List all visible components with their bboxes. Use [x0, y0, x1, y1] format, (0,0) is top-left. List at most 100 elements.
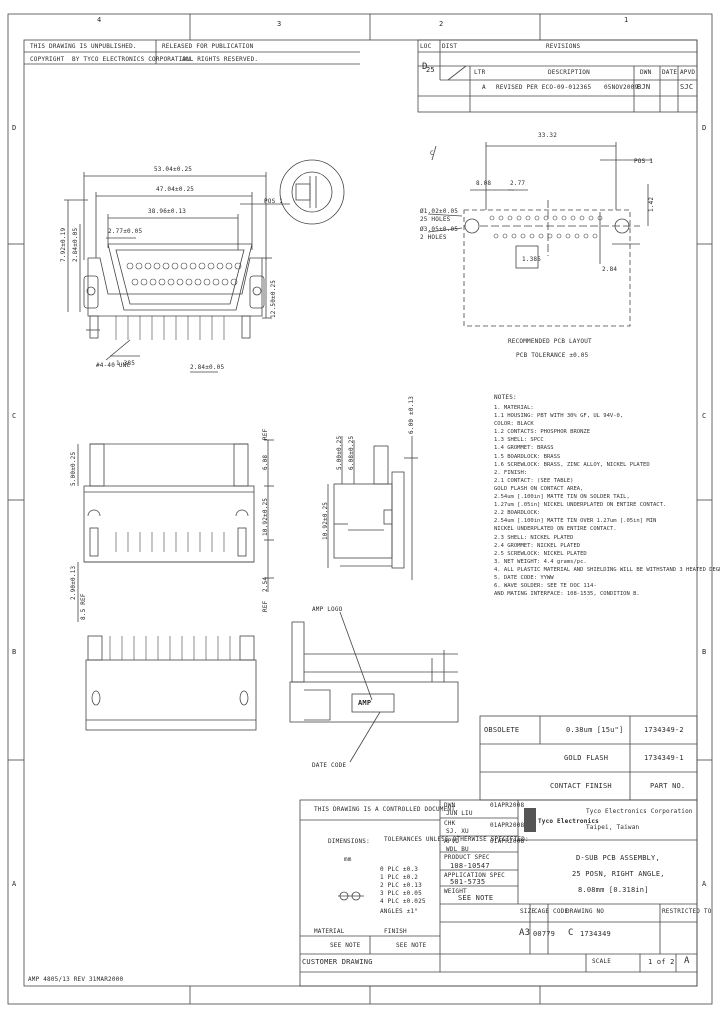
note-line: 2.54um [.100in] MATTE TIN ON SOLDER TAIL… [494, 494, 630, 501]
tb-restricted-label: RESTRICTED TO [662, 908, 712, 915]
rev-col-ltr: LTR [474, 69, 486, 76]
rev-row-apvd: SJC [680, 83, 694, 91]
note-line: 1.3 SHELL: SPCC [494, 437, 544, 444]
pcb-title: RECOMMENDED PCB LAYOUT [508, 338, 592, 345]
dim-ref1: REF [262, 428, 269, 440]
dim-height: 12.50±0.25 [270, 279, 277, 318]
note-line: 4. ALL PLASTIC MATERIAL AND SHIELDING WI… [494, 566, 720, 573]
note-line: 2.3 SHELL: NICKEL PLATED [494, 534, 574, 541]
tb-tol-1: 1 PLC ±0.2 [380, 874, 419, 881]
tb-controlled: THIS DRAWING IS A CONTROLLED DOCUMENT. [314, 806, 459, 813]
date-code-label: DATE CODE [312, 762, 347, 769]
note-line: 1.5 BOARDLOCK: BRASS [494, 453, 561, 460]
rev-row-ltr: A [482, 84, 486, 91]
dim-flange: 47.04±0.25 [156, 186, 195, 193]
header-rights: ALL RIGHTS RESERVED. [182, 56, 259, 63]
note-line: 1.6 SCREWLOCK: BRASS, ZINC ALLOY, NICKEL… [494, 461, 650, 468]
pcb-ref-c: C [430, 150, 434, 157]
variant-finish-1: 0.38um [15u"] [566, 726, 624, 734]
zone-side-c: C [12, 412, 17, 420]
zone-side-d-right: D [702, 124, 707, 132]
tb-chk-date: 01APR2008 [490, 822, 525, 829]
pcb-mount-count: 2 HOLES [420, 234, 447, 241]
zone-side-b: B [12, 648, 17, 656]
note-line: 2.1 CONTACT: (SEE TABLE) [494, 477, 574, 484]
rev-dist-value: 25 [426, 66, 435, 74]
tb-finish-value: SEE NOTE [396, 942, 427, 949]
header-released: RELEASED FOR PUBLICATION [162, 43, 254, 50]
variant-part-2: 1734349-1 [644, 754, 684, 762]
zone-side-a: A [12, 880, 17, 888]
pcb-dim-b: 2.77 [510, 180, 526, 187]
amp-logo-label: AMP LOGO [312, 606, 343, 613]
tb-size-value: A3 [519, 928, 531, 938]
tb-cage-label: CAGE CODE [534, 908, 569, 915]
note-line: 1.1 HOUSING: PBT WITH 30% GF, UL 94V-0, [494, 413, 624, 420]
header-unpublished: THIS DRAWING IS UNPUBLISHED. [30, 43, 137, 50]
tb-product-spec: 108-10547 [450, 862, 490, 870]
pcb-subtitle: PCB TOLERANCE ±0.05 [516, 352, 589, 359]
rev-col-apvd: APVD [680, 69, 696, 76]
notes-list: 1. MATERIAL: 1.1 HOUSING: PBT WITH 30% G… [494, 404, 720, 598]
tb-appd-date: 01APR2008 [490, 838, 525, 845]
tb-weight-label: WEIGHT [444, 888, 467, 895]
variant-part-header: PART NO. [650, 782, 686, 790]
tb-tol-angle: ANGLES ±1° [380, 908, 419, 915]
note-line: 2.54um [.100in] MATTE TIN OVER 1.27um [.… [494, 518, 657, 525]
zone-side-a-right: A [702, 880, 707, 888]
note-line: 5. DATE CODE: YYWW [494, 574, 554, 581]
dim-500: 5.00±0.25 [336, 435, 343, 470]
dim-side-b: 2.90±0.13 [70, 565, 77, 600]
tb-material-value: SEE NOTE [330, 942, 361, 949]
tb-cage-value: 00779 [533, 930, 556, 938]
pcb-mount-label: Ø3.05±0.05 [420, 226, 459, 233]
note-line: 2.4 GROMMET: NICKEL PLATED [494, 542, 581, 549]
rev-loc-label: LOC [420, 43, 432, 50]
tb-c-mark: C [568, 928, 574, 938]
tb-title-2: 25 POSN, RIGHT ANGLE, [572, 870, 665, 878]
tb-title-1: D-SUB PCB ASSEMBLY, [576, 854, 660, 862]
rev-col-description: DESCRIPTION [548, 69, 590, 76]
pcb-dim-e: 1.42 [648, 196, 655, 212]
rev-row-dwn: BJN [637, 83, 651, 91]
note-line: 1.4 GROMMET: BRASS [494, 445, 554, 452]
dim-side1: 7.92±0.19 [60, 227, 67, 262]
zone-top-1: 1 [624, 16, 629, 24]
pcb-pos1: POS 1 [634, 158, 654, 165]
screw-label: #4-40 UNC [96, 362, 131, 369]
rev-row-description: REVISED PER ECO-09-012365 [496, 84, 592, 91]
amp-mark: AMP [358, 699, 372, 707]
dim-holes: 1.385 [116, 360, 136, 367]
tb-chk-label: CHK [444, 820, 456, 827]
note-line: GOLD FLASH ON CONTACT AREA, [494, 485, 584, 492]
tb-appd-name: WDL BU [446, 846, 469, 853]
tb-size-label: SIZE [520, 908, 536, 915]
zone-top-2: 2 [439, 20, 444, 28]
tb-product-spec-label: PRODUCT SPEC [444, 854, 490, 861]
tb-tol-4: 4 PLC ±0.025 [380, 898, 426, 905]
note-line: 2.2 BOARDLOCK: [494, 510, 541, 517]
dim-ref2: REF [262, 600, 269, 612]
tb-drawing-no-label: DRAWING NO [566, 908, 605, 915]
note-line: 1.27um [.05in] NICKEL UNDERPLATED ON ENT… [494, 502, 667, 509]
rev-col-dwn: DWN [640, 69, 652, 76]
pcb-holes-label: Ø1.02±0.05 [420, 208, 459, 215]
tb-customer-drawing: CUSTOMER DRAWING [302, 958, 373, 966]
tb-chk-name: SJ. XU [446, 828, 469, 835]
footer-form: AMP 4805/13 REV 31MAR2000 [28, 976, 124, 983]
rev-loc-value: D [422, 62, 428, 72]
zone-side-d: D [12, 124, 17, 132]
tb-location: Taipei, Taiwan [586, 824, 640, 831]
note-line: COLOR: BLACK [494, 421, 534, 428]
pcb-dim-d: 2.84 [602, 266, 618, 273]
dim-608: 6.08 [262, 454, 269, 470]
revisions-title: REVISIONS [546, 43, 581, 50]
tb-units: mm [344, 856, 352, 863]
zone-top-4: 4 [97, 16, 102, 24]
zone-top-3: 3 [277, 20, 282, 28]
dim-shell: 38.96±0.13 [148, 208, 187, 215]
pcb-dim-c: 1.385 [522, 256, 542, 263]
dim-side-c: 8.5 REF [80, 593, 87, 620]
variant-part-1: 1734349-2 [644, 726, 684, 734]
